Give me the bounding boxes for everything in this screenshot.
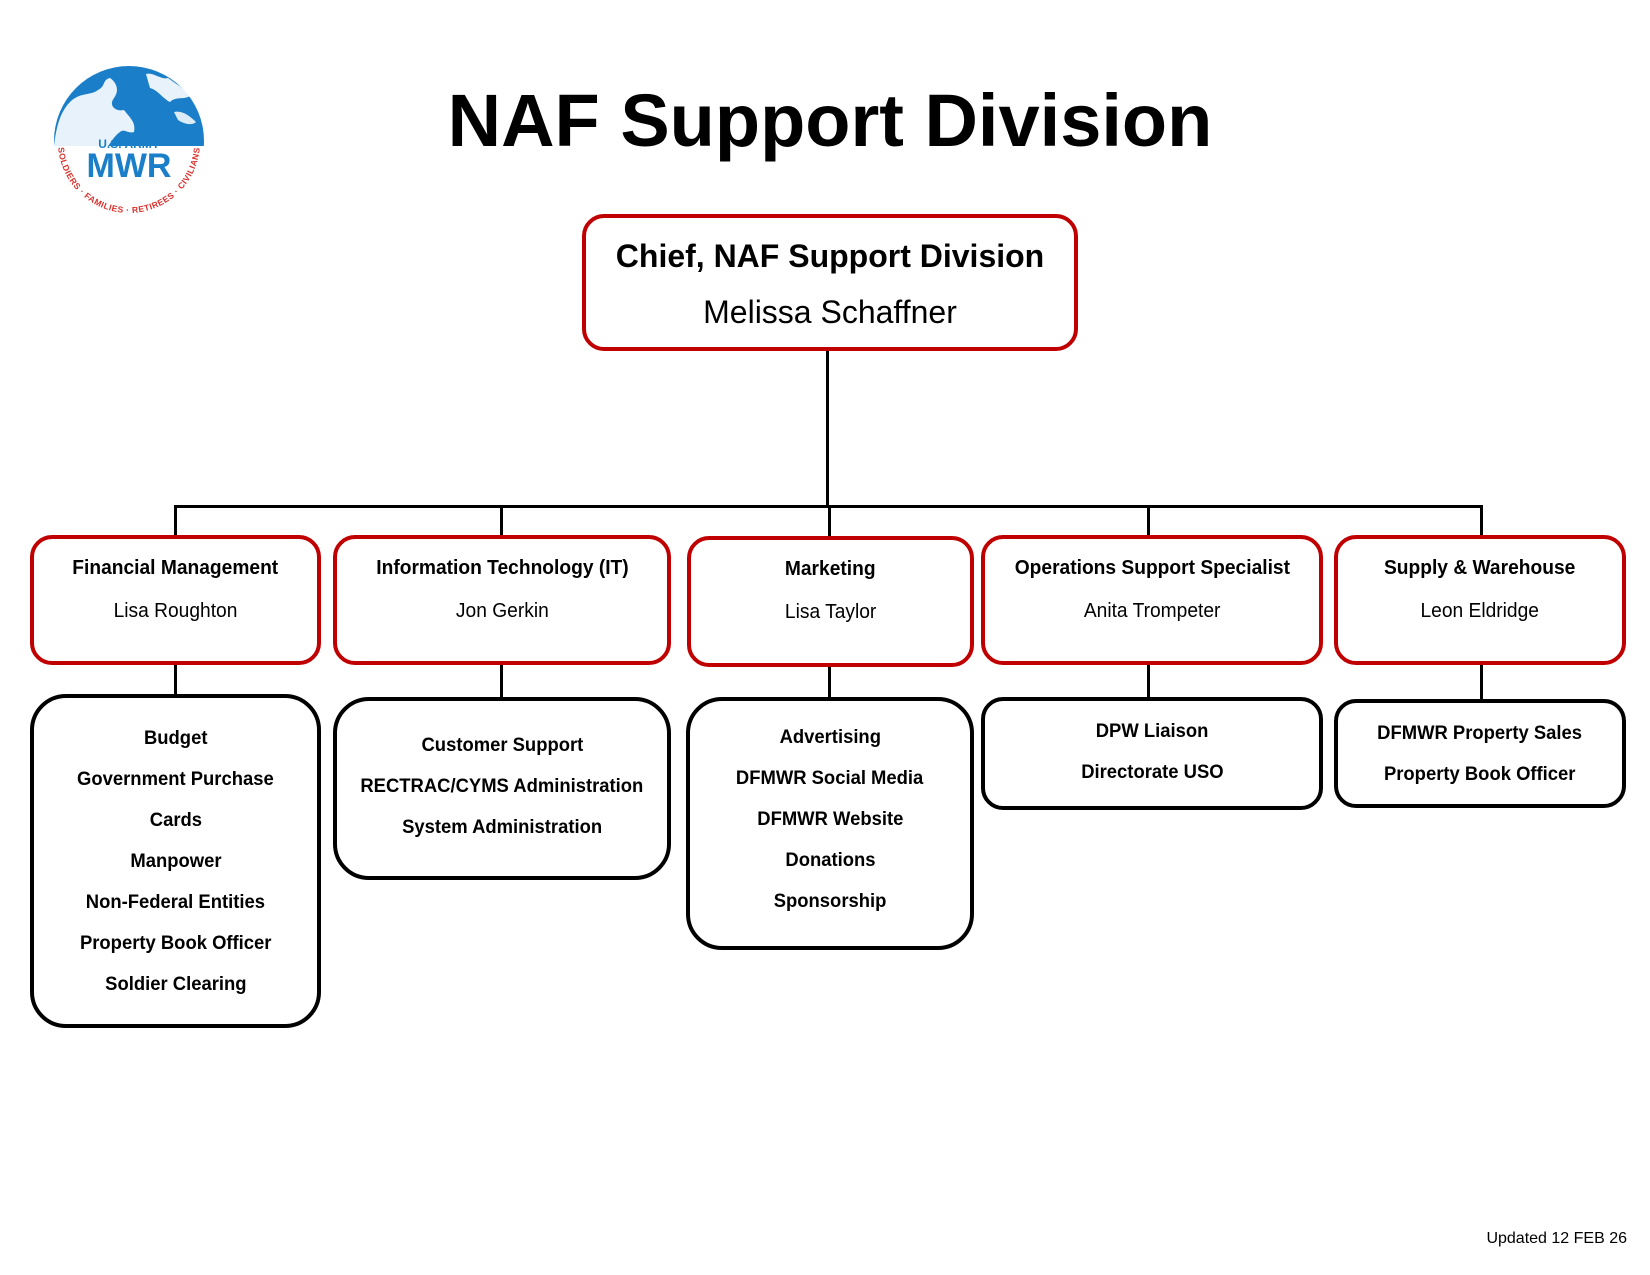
connector-branch-3-functions: [828, 664, 831, 698]
functions-information-technology: Customer Support RECTRAC/CYMS Administra…: [333, 697, 671, 880]
updated-date: Updated 12 FEB 26: [1486, 1230, 1627, 1247]
function-item: Customer Support: [421, 735, 583, 756]
branch-supply-warehouse: Supply & Warehouse Leon Eldridge: [1334, 535, 1626, 665]
connector-to-branch-2: [500, 505, 503, 536]
functions-financial-management: Budget Government Purchase Cards Manpowe…: [30, 694, 321, 1028]
functions-supply-warehouse: DFMWR Property Sales Property Book Offic…: [1334, 699, 1626, 808]
function-item: Directorate USO: [1080, 762, 1224, 783]
function-item: Sponsorship: [773, 891, 887, 912]
branch-operations-support: Operations Support Specialist Anita Trom…: [981, 535, 1323, 665]
functions-operations-support: DPW Liaison Directorate USO: [981, 697, 1323, 810]
chief-box: Chief, NAF Support Division Melissa Scha…: [582, 214, 1078, 351]
function-item: Donations: [784, 850, 876, 871]
function-item: Budget: [143, 727, 208, 749]
function-item: Advertising: [779, 727, 881, 748]
function-item: Government Purchase: [77, 768, 274, 790]
connector-branch-2-functions: [500, 664, 503, 698]
function-item: DFMWR Social Media: [736, 768, 924, 789]
function-item: DFMWR Website: [756, 809, 904, 830]
svg-text:U.S. ARMY: U.S. ARMY: [98, 137, 160, 151]
connector-branch-1-functions: [174, 664, 177, 696]
page-title: NAF Support Division: [447, 79, 1213, 162]
function-item: Non-Federal Entities: [85, 891, 266, 913]
branch-title: Financial Management: [72, 557, 279, 579]
branch-title: Supply & Warehouse: [1384, 557, 1576, 579]
branch-title: Marketing: [785, 558, 876, 580]
chief-name: Melissa Schaffner: [703, 294, 957, 330]
globe-icon: [54, 66, 204, 146]
connector-branch-5-functions: [1480, 664, 1483, 700]
branch-lead: Leon Eldridge: [1420, 600, 1540, 622]
branch-title: Operations Support Specialist: [1014, 557, 1290, 579]
branch-lead: Lisa Taylor: [784, 601, 877, 623]
function-item: Soldier Clearing: [104, 973, 247, 995]
function-item: Manpower: [129, 850, 222, 872]
function-item: RECTRAC/CYMS Administration: [360, 776, 644, 797]
chief-title: Chief, NAF Support Division: [615, 238, 1045, 274]
connector-branch-4-functions: [1147, 664, 1150, 698]
connector-to-branch-5: [1480, 505, 1483, 536]
functions-marketing: Advertising DFMWR Social Media DFMWR Web…: [686, 697, 974, 950]
branch-information-technology: Information Technology (IT) Jon Gerkin: [333, 535, 671, 665]
branch-lead: Anita Trompeter: [1083, 600, 1221, 622]
branch-lead: Lisa Roughton: [113, 600, 238, 622]
connector-to-branch-3: [828, 505, 831, 536]
connector-chief-down: [826, 350, 829, 508]
function-item: DPW Liaison: [1095, 721, 1209, 742]
branch-title: Information Technology (IT): [375, 557, 629, 579]
branch-financial-management: Financial Management Lisa Roughton: [30, 535, 321, 665]
connector-to-branch-1: [174, 505, 177, 536]
function-item: Property Book Officer: [1384, 764, 1576, 785]
branch-marketing: Marketing Lisa Taylor: [687, 536, 974, 667]
branch-lead: Jon Gerkin: [455, 600, 549, 622]
svg-text:MWR: MWR: [87, 147, 172, 185]
function-item: Cards: [149, 809, 202, 831]
function-item: Property Book Officer: [79, 932, 272, 954]
mwr-logo: U.S. ARMY MWR SOLDIERS · FAMILIES · RETI…: [50, 62, 208, 220]
function-item: DFMWR Property Sales: [1377, 723, 1583, 744]
function-item: System Administration: [401, 817, 603, 838]
connector-to-branch-4: [1147, 505, 1150, 536]
